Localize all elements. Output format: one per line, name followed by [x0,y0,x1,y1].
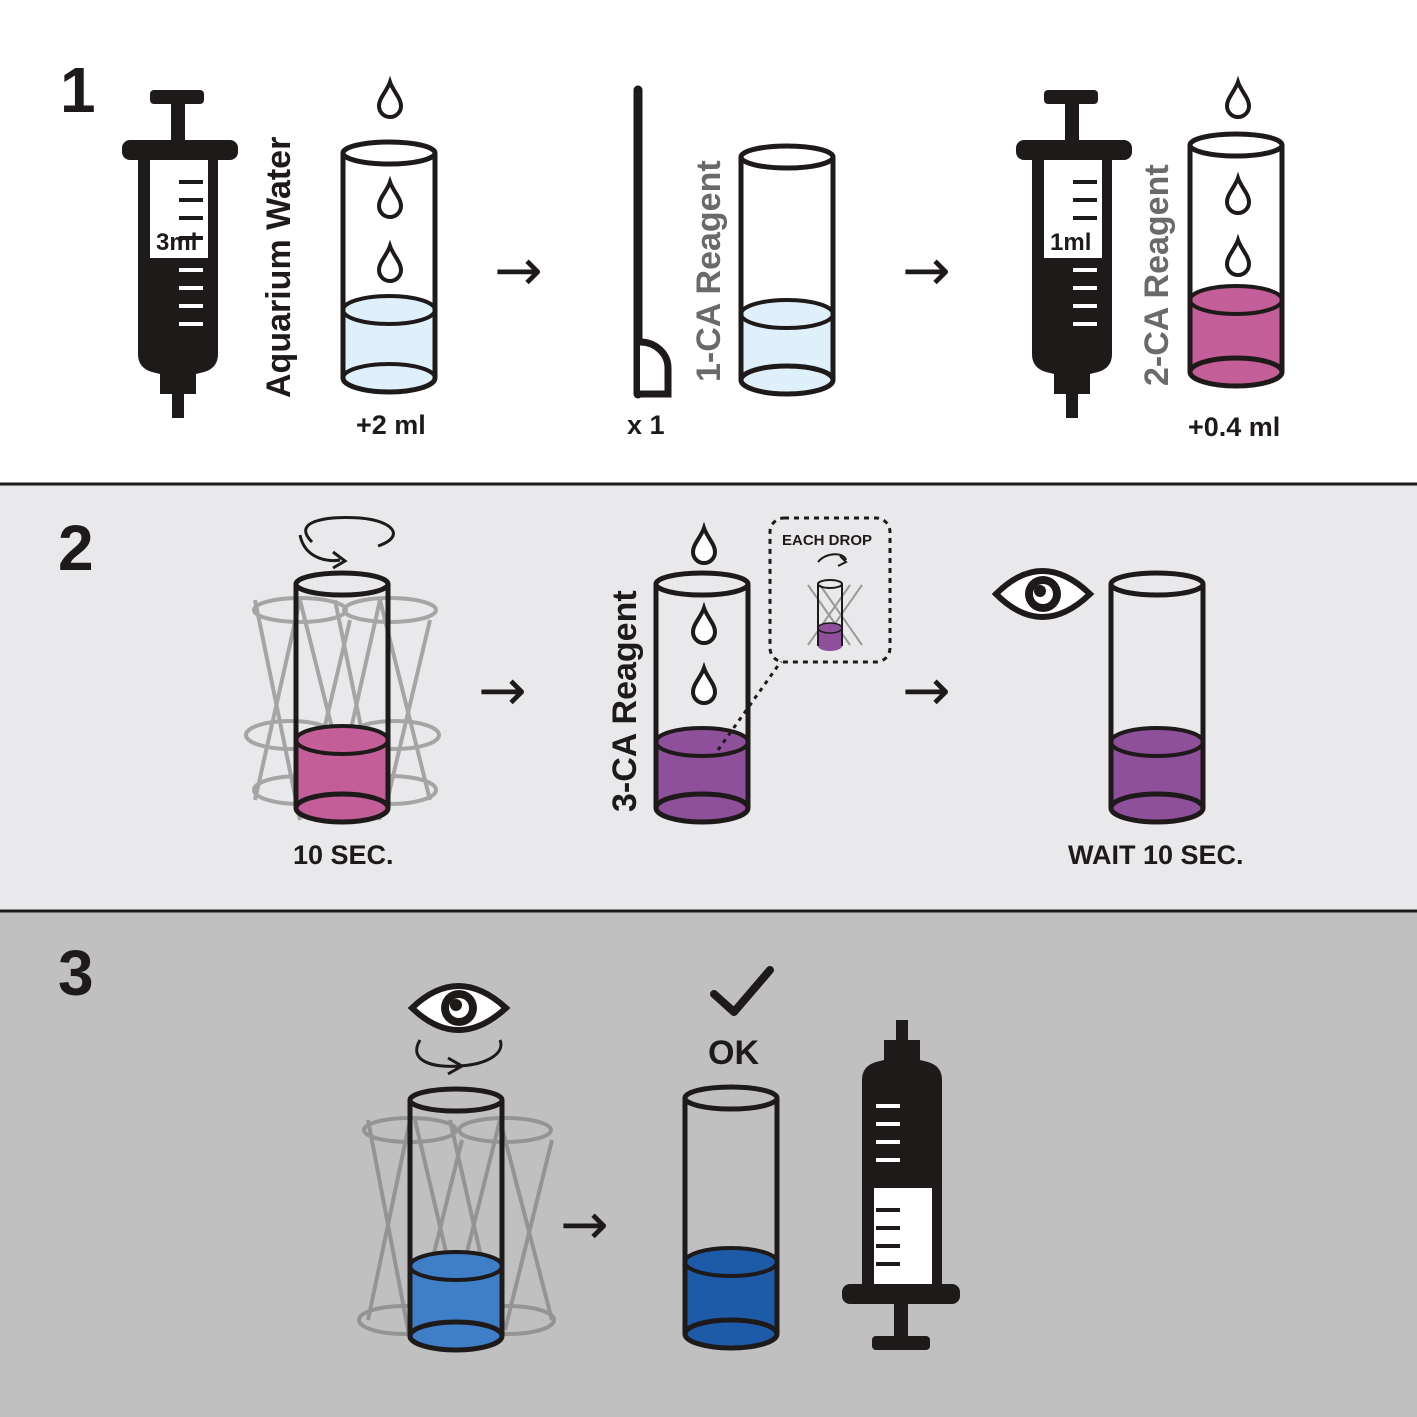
arrow-icon: → [902,656,951,724]
rotate-icon [298,516,395,570]
arrow-icon: → [902,236,951,304]
test-tube-water [340,139,438,395]
ok-label: OK [708,1034,759,1072]
eye-icon [407,983,511,1033]
syringe-right-mark: 1ml [1050,229,1091,256]
reagent-3-label: 3-CA Reagent [606,590,644,812]
arrow-icon: → [560,1190,609,1258]
step-number-3: 3 [58,937,94,1009]
arrow-icon: → [494,236,543,304]
syringe-left-mark: 3ml [156,229,197,256]
checkmark-icon [710,966,774,1016]
tube3-amount: +0.4 ml [1188,412,1280,442]
callout-leader [716,659,784,751]
test-tube-pink [293,570,391,825]
test-tube-blue [682,1084,780,1351]
shake-time: 10 SEC. [293,840,394,870]
aquarium-water-label: Aquarium Water [260,137,298,398]
syringe-icon [1016,90,1132,418]
test-tube-blue [407,1086,505,1353]
syringe-icon [842,1020,960,1350]
each-drop-callout: EACH DROP [768,516,892,664]
syringe-icon [122,90,238,418]
test-tube-purple [1108,570,1206,825]
eye-icon [991,568,1095,620]
reagent-1-label: 1-CA Reagent [690,160,728,382]
test-tube-water [738,143,836,397]
test-tube-pink [1187,131,1285,389]
tube1-amount: +2 ml [356,410,426,440]
test-tube-purple [653,570,751,825]
wait-time: WAIT 10 SEC. [1068,840,1244,870]
arrow-icon: → [478,656,527,724]
rotate-icon [415,1039,503,1076]
step-number-1: 1 [60,54,96,126]
reagent-2-label: 2-CA Reagent [1138,164,1176,386]
panel-step-1 [0,0,1417,484]
each-drop-label: EACH DROP [782,532,872,549]
spoon-count: x 1 [627,410,665,440]
spoon-icon [633,85,672,399]
step-number-2: 2 [58,512,94,584]
